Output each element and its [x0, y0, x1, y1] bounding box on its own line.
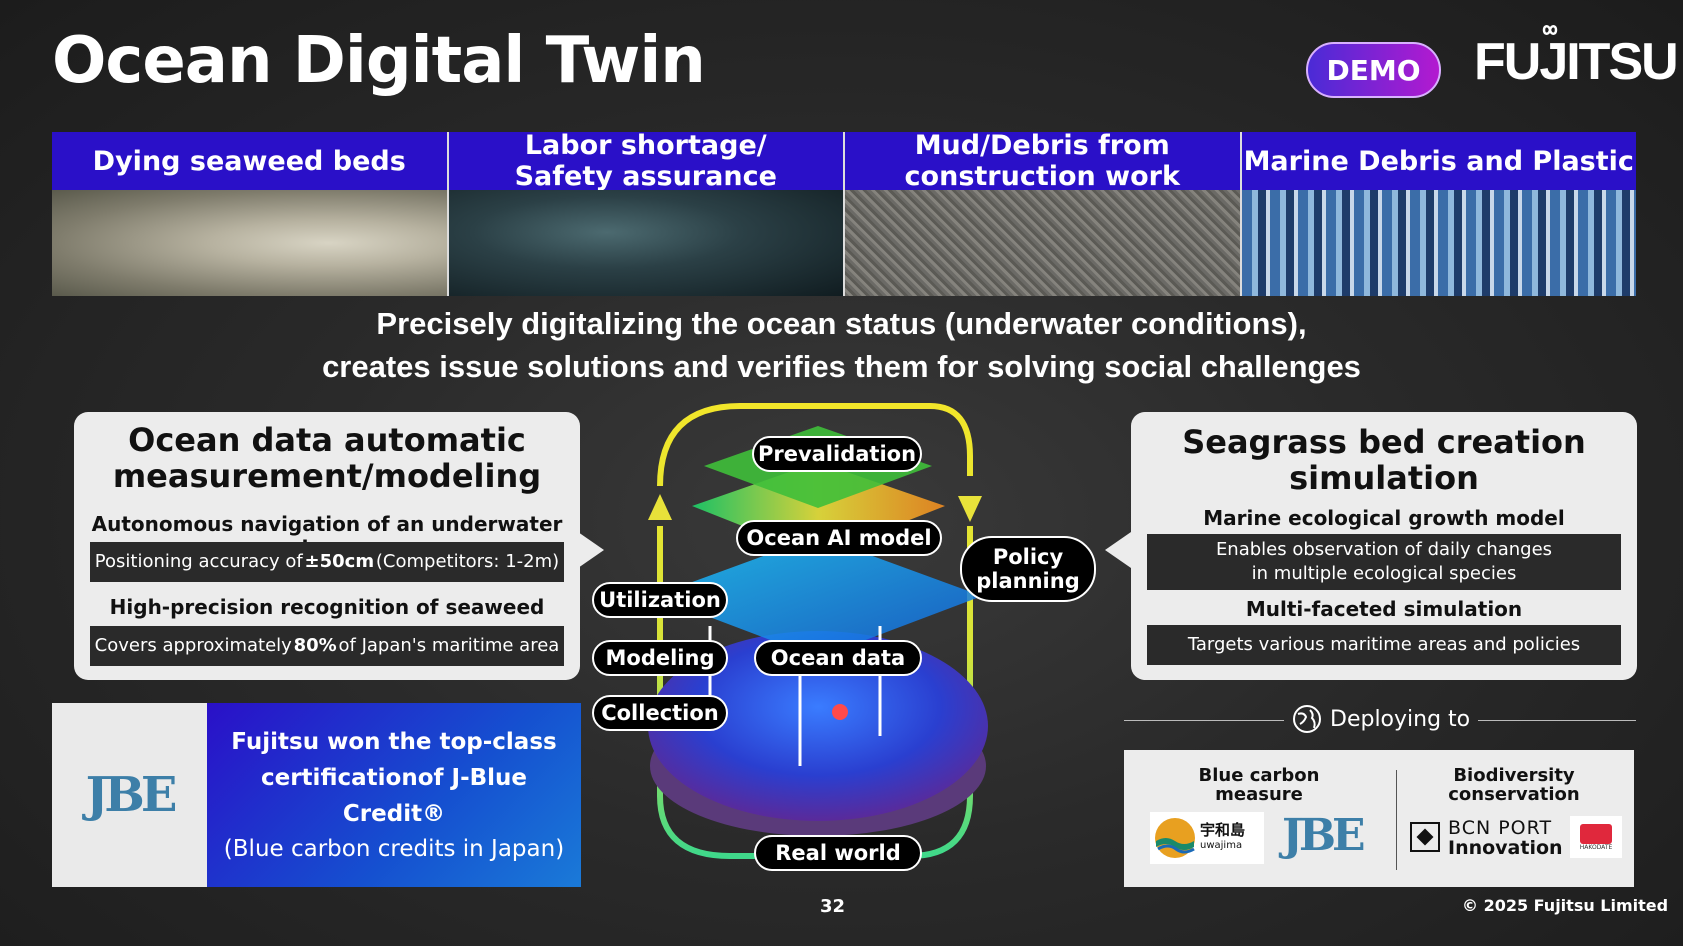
- uwajima-logo: 宇和島 uwajima: [1150, 812, 1264, 864]
- jbe-logo: JBE: [85, 767, 178, 823]
- issue-label: Mud/Debris from construction work: [845, 130, 1240, 192]
- panel-title: Seagrass bed creation simulation: [1182, 423, 1586, 497]
- fujitsu-logo: FUJITSU: [1474, 33, 1679, 91]
- deploy-heading: Deploying to: [1292, 704, 1470, 734]
- plastic-photo: [1241, 190, 1636, 296]
- hakodate-emblem-icon: [1580, 823, 1612, 844]
- divider-line: [1124, 720, 1284, 721]
- credit-banner: Fujitsu won the top-class certificationo…: [207, 703, 581, 887]
- jbe-logo: JBE: [1282, 810, 1366, 861]
- arrow-up-icon: [648, 494, 672, 520]
- stage-ocean-data[interactable]: Ocean data: [754, 640, 922, 676]
- divider-line: [1478, 720, 1636, 721]
- measurement-panel: Ocean data automatic measurement/modelin…: [74, 412, 580, 680]
- stage-ocean-ai-model[interactable]: Ocean AI model: [736, 520, 942, 556]
- stage-collection[interactable]: Collection: [592, 695, 728, 731]
- copyright: © 2025 Fujitsu Limited: [1462, 896, 1669, 915]
- bcn-emblem-icon: [1410, 822, 1440, 852]
- panel-item-detail: Covers approximately 80% of Japan's mari…: [90, 626, 564, 666]
- headline-line-1: Precisely digitalizing the ocean status …: [376, 306, 1307, 341]
- uwajima-emblem-icon: [1155, 818, 1195, 858]
- credit-line: Fujitsu won the top-class: [231, 729, 557, 755]
- stage-prevalidation[interactable]: Prevalidation: [752, 436, 922, 472]
- jbe-logo-box: JBE: [52, 703, 207, 887]
- panel-item-detail: Enables observation of daily changes in …: [1147, 534, 1621, 590]
- column-title: Blue carbon measure: [1198, 765, 1320, 805]
- simulation-panel: Seagrass bed creation simulation Marine …: [1131, 412, 1637, 680]
- panel-item-detail: Targets various maritime areas and polic…: [1147, 625, 1621, 665]
- issue-label: Labor shortage/ Safety assurance: [448, 130, 843, 192]
- credit-line: certificationof J-Blue Credit®: [260, 765, 528, 827]
- headline: Precisely digitalizing the ocean status …: [0, 302, 1683, 388]
- issue-card: Labor shortage/ Safety assurance: [448, 130, 845, 296]
- globe-icon: [1293, 705, 1321, 733]
- deploy-label: Deploying to: [1330, 706, 1471, 732]
- cycle-diagram: [648, 403, 988, 859]
- panel-title: Ocean data automatic measurement/modelin…: [112, 421, 542, 495]
- issue-card: Mud/Debris from construction work: [845, 130, 1242, 296]
- diver-photo: [448, 190, 843, 296]
- seaweed-photo: [52, 190, 447, 296]
- arrow-down-icon: [958, 496, 982, 522]
- page-number: 32: [820, 896, 846, 917]
- issue-label: Marine Debris and Plastic: [1241, 132, 1636, 190]
- fujitsu-infinity-icon: [1542, 25, 1558, 35]
- panel-pointer: [1105, 532, 1131, 568]
- page-title: Ocean Digital Twin: [52, 24, 706, 98]
- column-divider: [1396, 770, 1397, 870]
- demo-badge[interactable]: DEMO: [1306, 42, 1441, 98]
- hakodate-logo: HAKODATE: [1570, 816, 1622, 858]
- panel-item-detail: Positioning accuracy of ±50cm (Competito…: [90, 542, 564, 582]
- issue-strip: Dying seaweed beds Labor shortage/ Safet…: [52, 130, 1636, 296]
- stage-utilization[interactable]: Utilization: [592, 582, 728, 618]
- panel-item-title: Multi-faceted simulation: [1245, 597, 1523, 621]
- issue-card: Dying seaweed beds: [52, 132, 449, 296]
- bcn-logo: BCN PORT Innovation: [1448, 817, 1563, 859]
- deploy-targets: Blue carbon measure Biodiversity conserv…: [1124, 750, 1634, 887]
- credit-line: (Blue carbon credits in Japan): [223, 836, 565, 862]
- column-title: Biodiversity conservation: [1448, 765, 1580, 805]
- stage-modeling[interactable]: Modeling: [592, 640, 728, 676]
- stage-real-world[interactable]: Real world: [754, 835, 922, 871]
- panel-item-title: High-precision recognition of seaweed: [109, 595, 545, 619]
- stage-policy-planning[interactable]: Policy planning: [960, 536, 1096, 602]
- debris-photo: [845, 190, 1240, 296]
- panel-pointer: [578, 532, 604, 568]
- headline-line-2: creates issue solutions and verifies the…: [322, 349, 1361, 384]
- issue-label: Dying seaweed beds: [52, 132, 447, 190]
- panel-item-title: Marine ecological growth model: [1203, 506, 1565, 530]
- issue-card: Marine Debris and Plastic: [1241, 132, 1636, 296]
